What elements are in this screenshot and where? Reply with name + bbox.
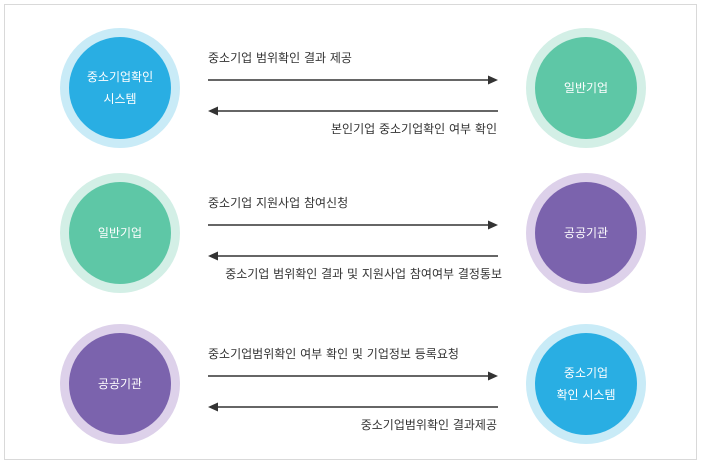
node-circle: 중소기업확인 시스템 [69,37,171,139]
node-general-company: 일반기업 [526,28,646,148]
node-label-line: 시스템 [103,92,137,106]
node-label-line: 공공기관 [97,377,143,391]
node-sme-confirmation-system: 중소기업확인 시스템 [60,28,180,148]
backward-arrow-icon [208,106,498,116]
backward-label: 중소기업 범위확인 결과 및 지원사업 참여여부 결정통보 [225,267,502,281]
node-circle: 공공기관 [69,333,171,435]
node-circle: 중소기업 확인 시스템 [535,333,637,435]
node-circle: 일반기업 [69,182,171,284]
diagram-frame: 중소기업확인 시스템 중소기업 범위확인 결과 제공 본인기업 중소기업확인 여… [4,4,697,460]
node-label-line: 중소기업 [563,366,609,380]
flow-row-3: 공공기관 중소기업범위확인 여부 확인 및 기업정보 등록요청 중소기업범위확인… [5,314,698,454]
node-label-line: 공공기관 [563,226,609,240]
node-general-company: 일반기업 [60,173,180,293]
node-label-line: 중소기업확인 [86,70,154,84]
node-public-agency: 공공기관 [526,173,646,293]
backward-arrow-icon [208,251,498,261]
node-label-line: 일반기업 [97,226,143,240]
forward-arrow-icon [208,220,498,230]
forward-label: 중소기업범위확인 여부 확인 및 기업정보 등록요청 [208,347,459,361]
node-circle: 공공기관 [535,182,637,284]
node-label-line: 일반기업 [563,81,609,95]
flow-row-1: 중소기업확인 시스템 중소기업 범위확인 결과 제공 본인기업 중소기업확인 여… [5,18,698,158]
forward-label: 중소기업 범위확인 결과 제공 [208,51,352,65]
backward-label: 중소기업범위확인 결과제공 [360,418,497,432]
forward-arrow-icon [208,75,498,85]
node-sme-confirmation-system: 중소기업 확인 시스템 [526,324,646,444]
node-circle: 일반기업 [535,37,637,139]
flow-row-2: 일반기업 중소기업 지원사업 참여신청 중소기업 범위확인 결과 및 지원사업 … [5,163,698,303]
node-public-agency: 공공기관 [60,324,180,444]
node-label-line: 확인 시스템 [556,388,616,402]
backward-arrow-icon [208,402,498,412]
forward-label: 중소기업 지원사업 참여신청 [208,196,349,210]
forward-arrow-icon [208,371,498,381]
backward-label: 본인기업 중소기업확인 여부 확인 [330,122,497,136]
